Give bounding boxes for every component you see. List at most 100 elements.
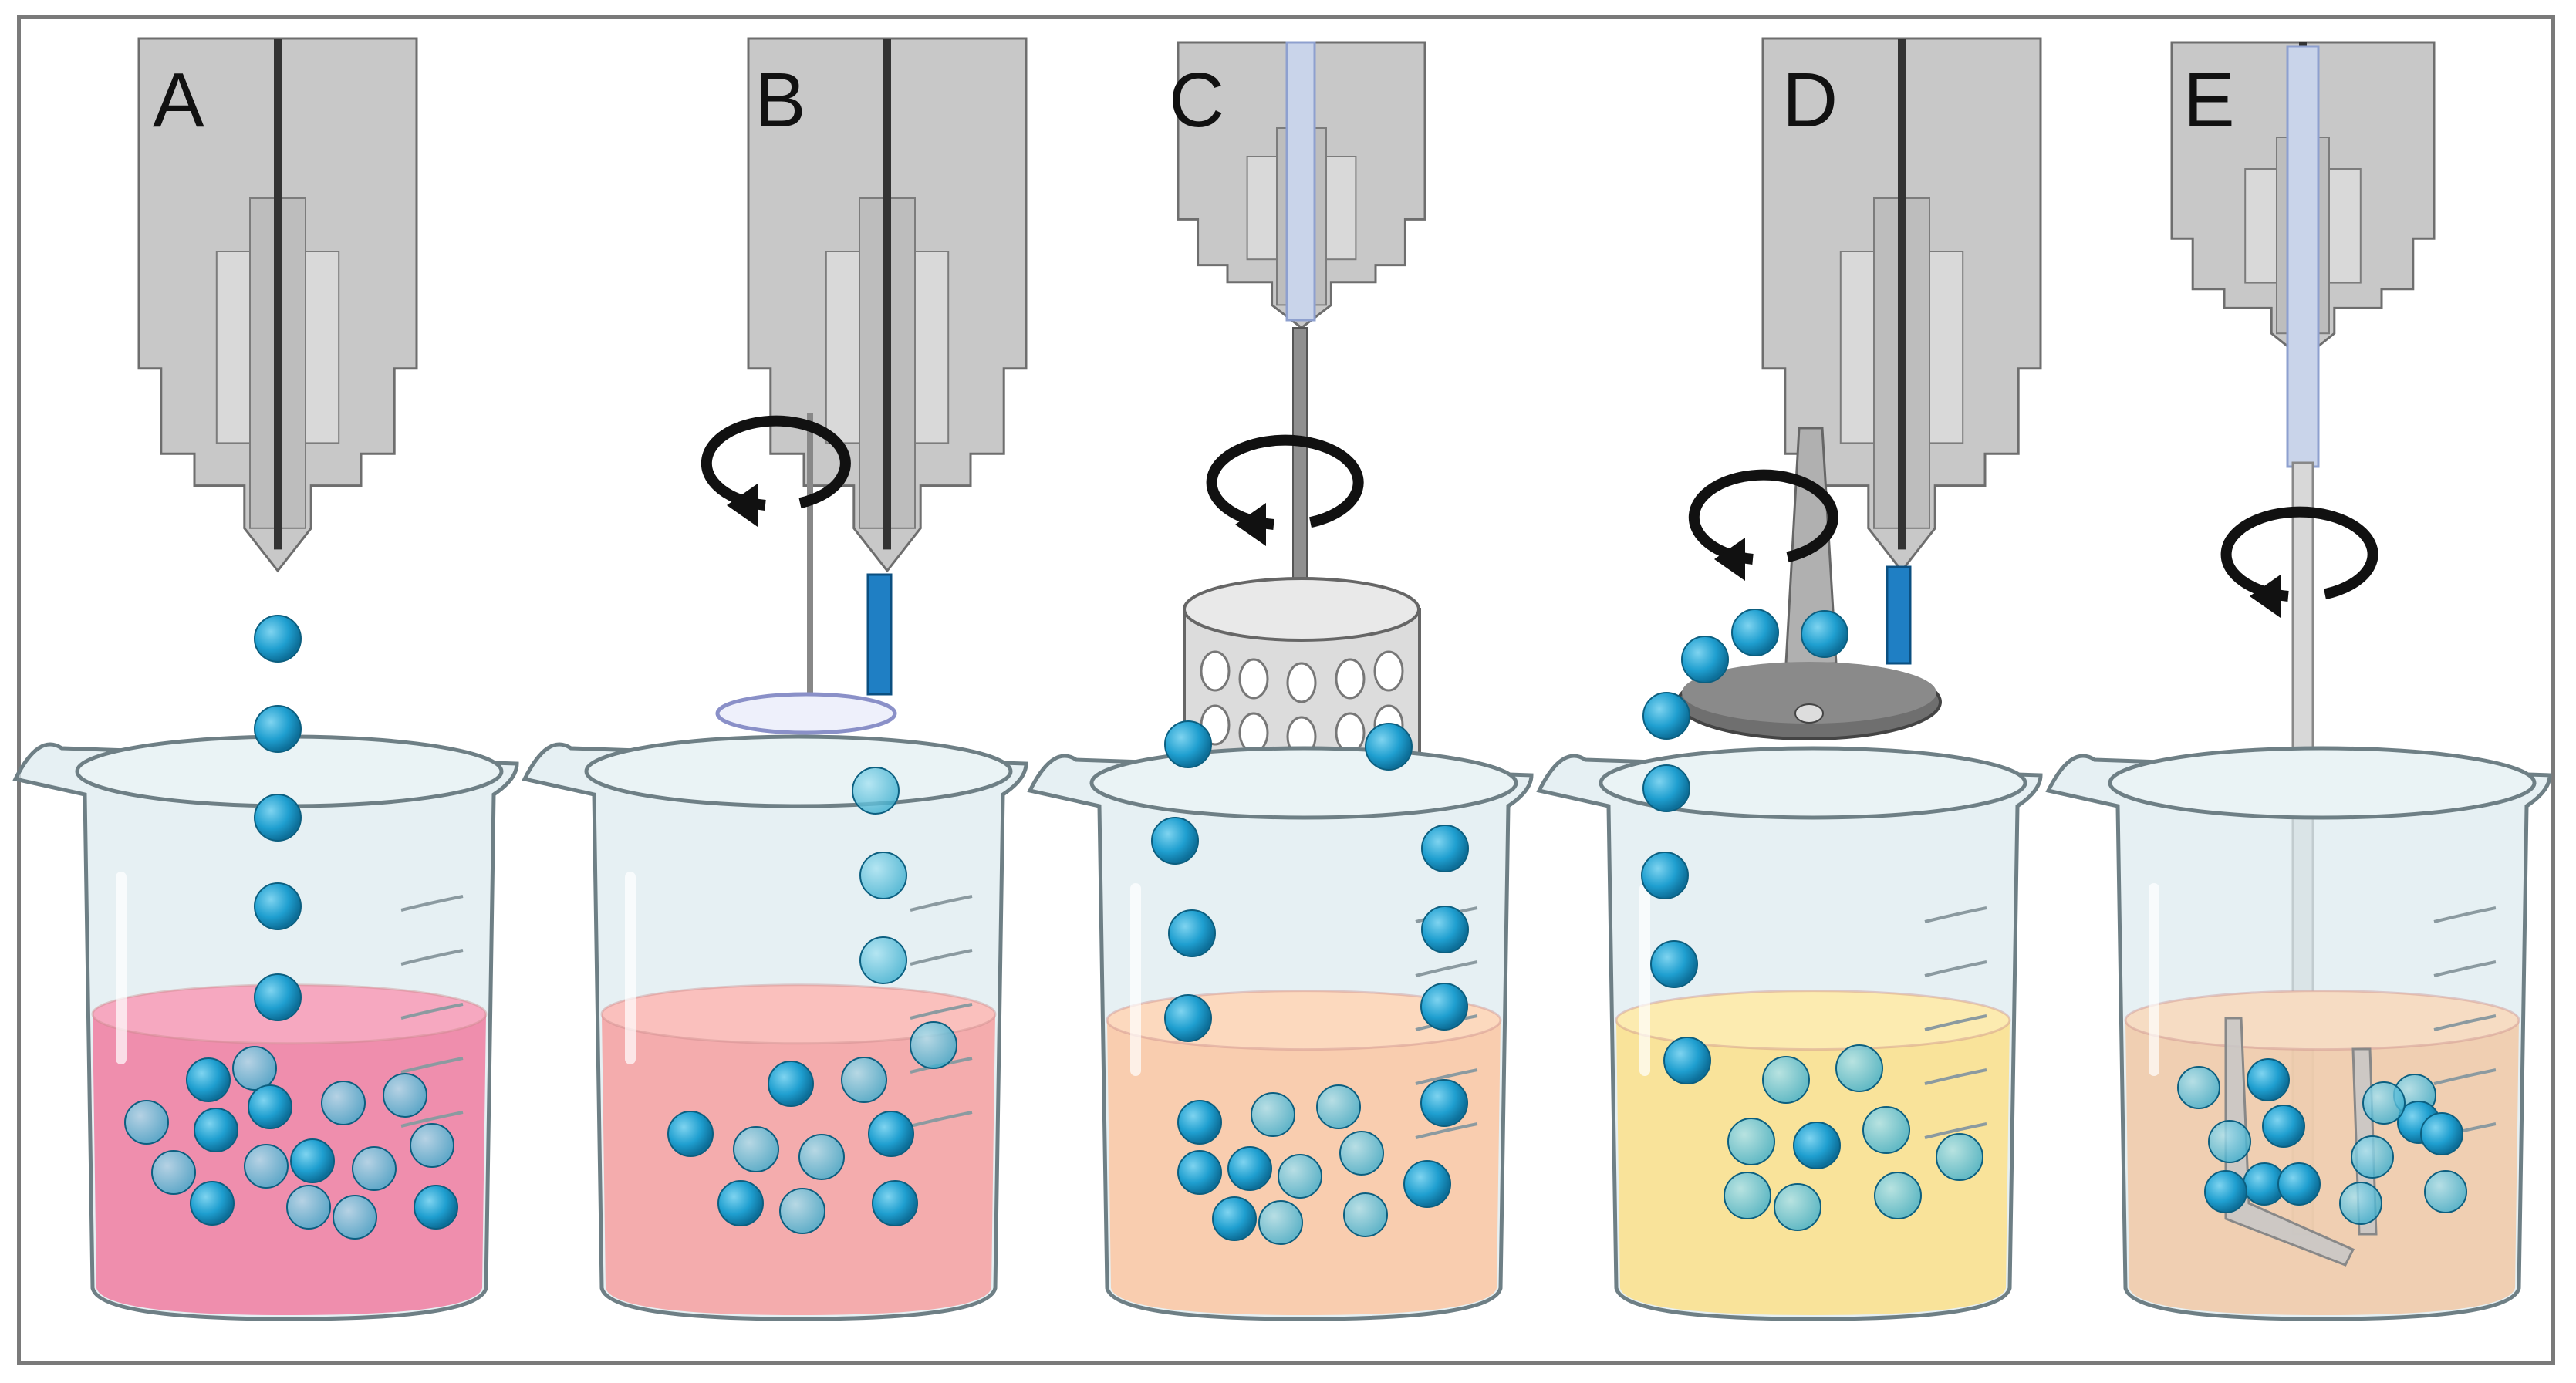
graduation-mark <box>1924 906 1987 923</box>
bead-icon <box>1774 1183 1821 1231</box>
bead-icon <box>410 1123 454 1168</box>
bead-icon <box>2208 1120 2251 1163</box>
needle <box>883 39 891 550</box>
bead-icon <box>1731 609 1779 656</box>
graduation-mark <box>1924 1014 1987 1031</box>
needle <box>1898 39 1906 550</box>
bead-icon <box>1151 817 1199 865</box>
bead-icon <box>868 1111 914 1157</box>
bead-icon <box>186 1057 231 1102</box>
cylinder-top <box>1183 577 1420 642</box>
graduation-mark <box>1924 1068 1987 1085</box>
rotation-arrow-icon <box>701 415 851 527</box>
bead-icon <box>232 1046 277 1091</box>
bead-icon <box>1681 636 1729 683</box>
bead-icon <box>290 1138 335 1183</box>
cylinder-hole <box>1238 658 1269 700</box>
bead-icon <box>244 1144 289 1189</box>
bead-icon <box>254 973 302 1021</box>
bead-icon <box>254 615 302 663</box>
cylinder-hole <box>1200 650 1231 692</box>
disc-hub <box>1794 703 1824 724</box>
graduation-mark <box>1415 960 1478 977</box>
rotation-arc <box>701 415 851 511</box>
graduation-mark <box>400 1057 464 1074</box>
beaker-liquid <box>2125 1020 2519 1315</box>
bead-icon <box>254 794 302 842</box>
graduation-mark <box>910 895 973 912</box>
bead-icon <box>190 1181 235 1226</box>
liquid-surface <box>1615 990 2011 1051</box>
cylinder-hole <box>1286 662 1317 703</box>
rotation-arrow-icon <box>2220 506 2378 618</box>
extrusion-filament <box>1886 565 1912 665</box>
bead-icon <box>151 1150 196 1195</box>
bead-icon <box>2247 1058 2290 1101</box>
glass-highlight <box>625 872 636 1064</box>
graduation-mark <box>400 1003 464 1020</box>
bead-icon <box>2177 1066 2220 1109</box>
panel-label-a: A <box>153 57 204 143</box>
bead-icon <box>124 1100 169 1145</box>
bead-icon <box>1164 994 1212 1042</box>
beaker-liquid <box>602 1014 995 1315</box>
beaker-rim <box>584 734 1013 808</box>
beaker-icon <box>1536 746 2043 1321</box>
cylinder-hole <box>1335 712 1366 754</box>
rotating-disc-icon <box>1676 427 1942 740</box>
panel-label-e: E <box>2183 57 2235 143</box>
rotation-arc <box>1688 469 1838 565</box>
bead-icon <box>1724 1172 1771 1219</box>
bead-icon <box>1278 1154 1322 1199</box>
graduation-mark <box>910 949 973 966</box>
bead-icon <box>2339 1182 2382 1225</box>
bead-icon <box>1421 906 1469 953</box>
bead-icon <box>768 1061 814 1107</box>
bead-icon <box>1316 1084 1361 1129</box>
beaker-rim <box>2108 746 2537 820</box>
bead-icon <box>1227 1146 1272 1191</box>
graduation-mark <box>910 1111 973 1128</box>
bead-icon <box>1642 692 1690 740</box>
rotation-arrowhead <box>1714 538 1745 581</box>
bead-icon <box>2362 1081 2406 1125</box>
rotation-arc <box>2220 506 2378 602</box>
needle <box>274 39 282 550</box>
graduation-mark <box>2433 1014 2497 1031</box>
bead-icon <box>286 1185 331 1230</box>
bead-icon <box>667 1111 714 1157</box>
graduation-mark <box>1924 960 1987 977</box>
liquid-surface <box>600 983 997 1045</box>
beaker-rim <box>1599 746 2027 820</box>
cylinder-hole <box>1335 658 1366 700</box>
bead-icon <box>254 705 302 753</box>
bead-icon <box>1343 1192 1388 1237</box>
beaker-icon <box>522 734 1028 1321</box>
graduation-mark <box>1415 1068 1478 1085</box>
bead-icon <box>2262 1105 2305 1148</box>
bead-icon <box>1168 909 1216 957</box>
diagram-content <box>12 37 2552 1321</box>
graduation-mark <box>400 895 464 912</box>
bead-icon <box>859 936 907 984</box>
bead-icon <box>1420 1079 1468 1127</box>
bead-icon <box>1421 825 1469 872</box>
bead-icon <box>1762 1056 1810 1104</box>
rotating-disc-icon <box>715 692 897 735</box>
cylinder-hole <box>1238 712 1269 754</box>
bead-icon <box>333 1195 377 1240</box>
bead-icon <box>910 1021 957 1069</box>
bead-icon <box>1862 1106 1910 1154</box>
inner-tube <box>1285 41 1316 322</box>
bead-icon <box>1650 940 1698 988</box>
extrusion-filament <box>866 573 893 696</box>
graduation-mark <box>400 949 464 966</box>
graduation-mark <box>2433 906 2497 923</box>
bead-icon <box>2204 1170 2247 1213</box>
bead-icon <box>1177 1150 1222 1195</box>
graduation-mark <box>1415 1122 1478 1139</box>
bead-icon <box>859 852 907 899</box>
panel-label-c: C <box>1169 57 1225 143</box>
graduation-mark <box>1924 1122 1987 1139</box>
bead-icon <box>414 1185 458 1230</box>
